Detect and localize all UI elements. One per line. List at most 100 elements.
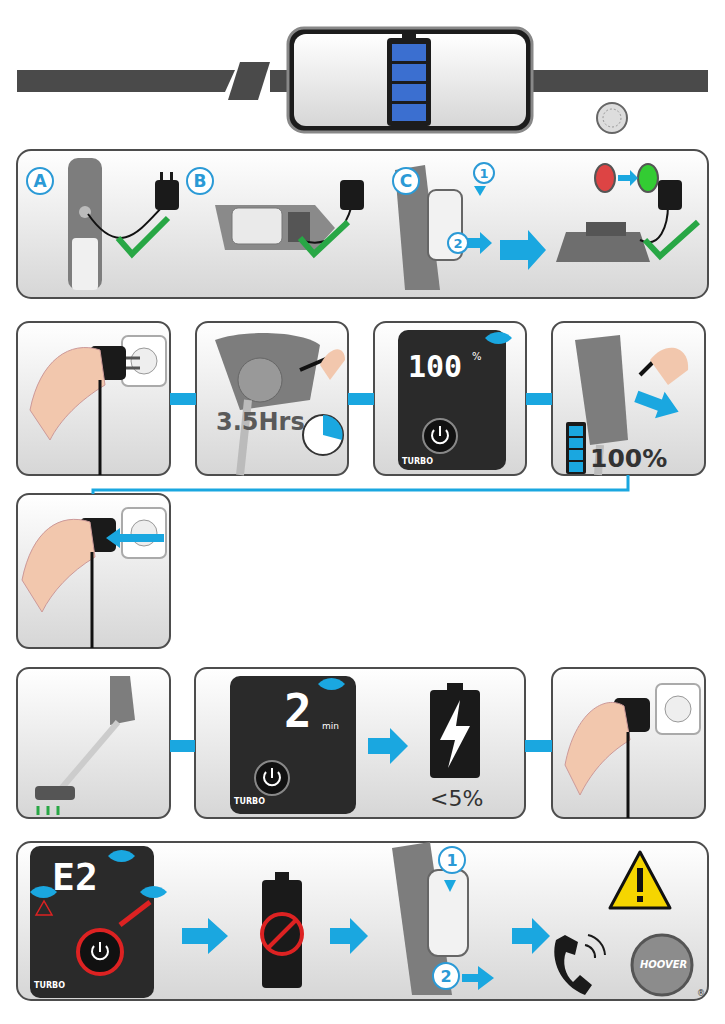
battery-error-icon (275, 872, 289, 880)
battery-charger-base (640, 205, 668, 242)
panel (374, 322, 526, 475)
vacuum-handle (428, 190, 462, 260)
vacuum-unplug (632, 383, 684, 425)
phone-icon (585, 935, 605, 958)
display-panel (264, 768, 280, 785)
registered-mark: ® (697, 990, 705, 998)
filter-icon (597, 103, 627, 133)
step-letter: B (186, 167, 214, 195)
stick-vacuum-in-use (60, 722, 118, 790)
panel (17, 322, 170, 475)
mode-label: TURBO (34, 982, 65, 990)
display-panel (432, 426, 448, 443)
battery-full-icon (402, 32, 416, 38)
warning-sign (637, 868, 643, 892)
battery-icon (566, 422, 586, 474)
wall-socket (656, 684, 700, 734)
battery-charger-base (556, 232, 650, 262)
vacuum-handle (462, 966, 494, 990)
clock-icon (303, 415, 343, 455)
hand-with-plug (22, 346, 650, 818)
warning-sign (610, 852, 670, 908)
callout-number-text: 1 (446, 851, 457, 870)
display-panel (78, 930, 122, 974)
vacuum-charging (215, 333, 345, 475)
blue-arrow (330, 918, 368, 954)
display-panel (108, 850, 135, 862)
blue-arrow (466, 232, 492, 254)
charger (170, 172, 173, 181)
battery-charger-base (595, 164, 615, 192)
battery-icon (566, 422, 586, 474)
hand-with-plug (30, 348, 105, 441)
panel (17, 842, 708, 1000)
flow-connector (170, 393, 196, 405)
callout-number-text: 2 (453, 236, 462, 251)
display-panel (255, 761, 289, 795)
wall-socket (131, 348, 157, 374)
vacuum-charging (320, 349, 345, 380)
step-letter: C (392, 167, 420, 195)
display-panel (140, 886, 167, 898)
callout-number: 1 (438, 846, 466, 874)
display-panel (120, 902, 150, 925)
filter-icon (603, 109, 621, 127)
vacuum-charging (238, 358, 282, 402)
battery-charger-base (638, 164, 658, 192)
wall-socket (122, 508, 166, 558)
battery-full-icon (392, 84, 426, 101)
wall-socket (18, 508, 19, 509)
low-battery-icon (430, 690, 480, 778)
battery-level: 100% (590, 446, 667, 471)
battery-icon (569, 426, 583, 436)
phone-icon (554, 935, 605, 995)
stick-vacuum-in-use (38, 806, 58, 815)
blue-arrow (512, 918, 550, 954)
hand-with-plug (565, 702, 630, 795)
battery-error-icon (262, 872, 302, 988)
hand-with-plug (22, 519, 95, 612)
charger (300, 222, 348, 254)
hand-with-plug (126, 358, 140, 368)
warning-sign (610, 852, 670, 908)
panel (552, 322, 705, 475)
stick-vacuum (72, 238, 98, 290)
panel (17, 150, 708, 298)
vacuum-handle (392, 842, 494, 995)
panel (17, 150, 708, 1000)
clock-icon (323, 415, 343, 440)
battery-error-icon (262, 880, 302, 988)
flow-connector (93, 393, 628, 752)
charger (118, 218, 168, 254)
charge-time: 3.5Hrs (216, 410, 305, 434)
vacuum-charging (215, 333, 320, 410)
vacuum-handle (395, 165, 462, 290)
display-panel (92, 942, 108, 959)
error-code: E2 (52, 858, 98, 896)
wall-socket (122, 336, 166, 386)
battery-error-icon (268, 920, 296, 948)
header-bar (288, 28, 532, 132)
battery-threshold: <5% (430, 788, 483, 810)
display-unit: min (322, 722, 339, 731)
callout-number: 2 (432, 962, 460, 990)
display-unit: % (472, 352, 482, 362)
charger (155, 180, 179, 210)
display-panel (398, 330, 506, 470)
vacuum-handle (444, 880, 456, 892)
battery-full-icon (387, 38, 431, 126)
blue-arrow (500, 230, 546, 270)
battery-full-icon (392, 64, 426, 81)
blue-arrow (466, 186, 546, 270)
panel (552, 668, 705, 818)
wall-socket (18, 336, 700, 734)
display-panel (318, 678, 345, 690)
display-panel (423, 419, 457, 453)
display-panel (230, 676, 356, 814)
display-panel (485, 332, 512, 344)
vacuum-unplug (575, 335, 688, 475)
wall-socket (665, 696, 691, 722)
hand-with-plug (99, 380, 102, 475)
